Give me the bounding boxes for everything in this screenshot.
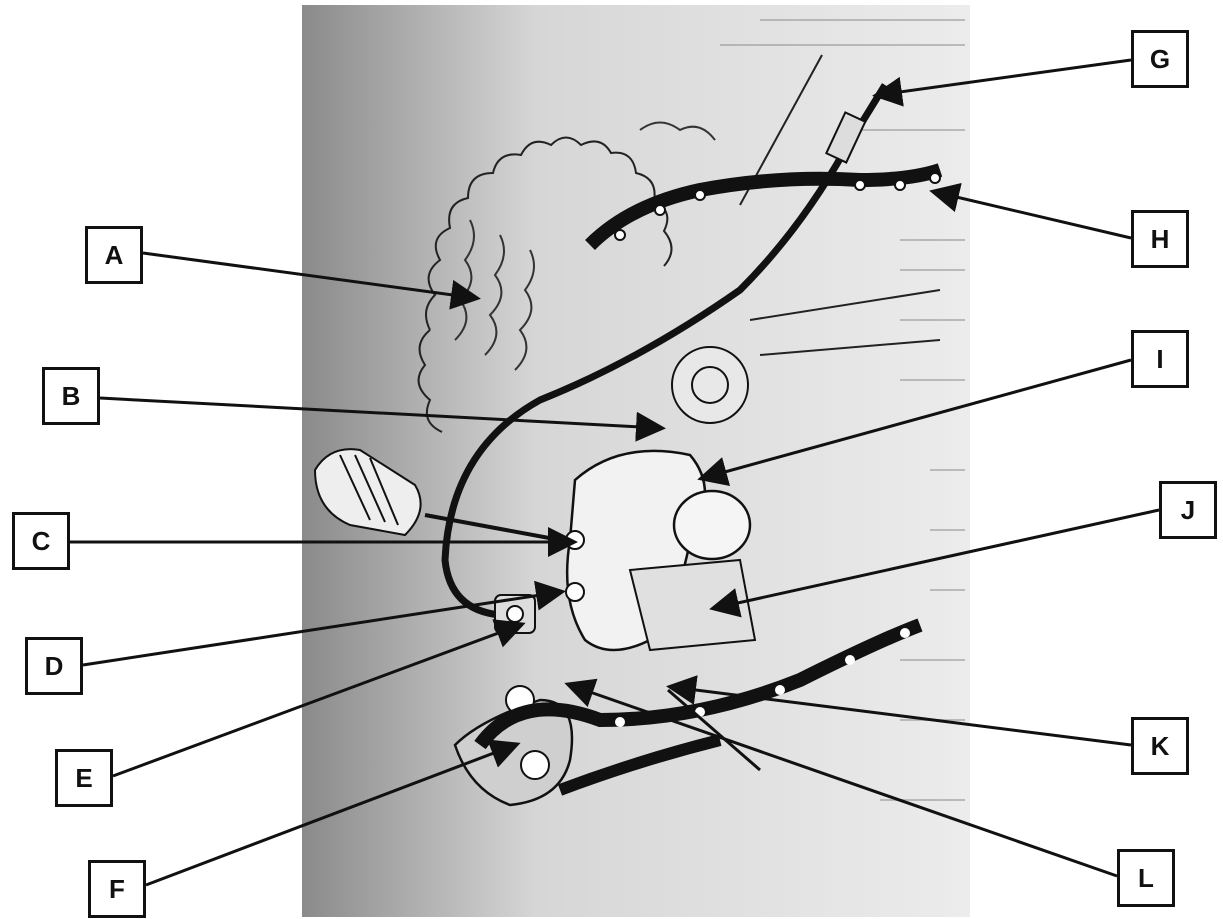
- label-e: E: [55, 749, 113, 807]
- jockey-pulley: [520, 750, 550, 780]
- arrow-I: [697, 358, 1132, 487]
- chain-upper: [585, 163, 943, 251]
- arrow-E: [112, 619, 526, 778]
- label-c: C: [12, 512, 70, 570]
- label-b: B: [42, 367, 100, 425]
- label-j: J: [1159, 481, 1217, 539]
- barrel-adjuster: [313, 448, 561, 542]
- label-g: G: [1131, 30, 1189, 88]
- pulley-cap: [672, 489, 752, 561]
- pointer-arrows: [70, 58, 1160, 887]
- arrow-G: [872, 58, 1132, 107]
- arrow-B: [99, 396, 666, 442]
- arrow-H: [929, 182, 1132, 240]
- arrow-D: [82, 580, 566, 667]
- axle-nut: [671, 346, 749, 424]
- limit-screw-high: [565, 530, 585, 550]
- parallelogram-plate: [628, 558, 757, 652]
- arrow-K: [666, 675, 1132, 747]
- shift-cable: [441, 83, 888, 619]
- axle-nut-center: [691, 366, 729, 404]
- label-l: L: [1117, 849, 1175, 907]
- label-k: K: [1131, 717, 1189, 775]
- label-h: H: [1131, 210, 1189, 268]
- label-a: A: [85, 226, 143, 284]
- arrow-L: [564, 678, 1118, 878]
- label-d: D: [25, 637, 83, 695]
- chain-lower: [474, 618, 923, 796]
- page-text-lines: [720, 19, 965, 801]
- label-f: F: [88, 860, 146, 918]
- arrow-F: [145, 739, 521, 887]
- arrow-A: [142, 251, 481, 310]
- label-i: I: [1131, 330, 1189, 388]
- cable-ferrule: [824, 111, 867, 164]
- limit-screw-low: [565, 582, 585, 602]
- cassette-cog-lower: [417, 329, 443, 433]
- arrow-J: [709, 508, 1160, 618]
